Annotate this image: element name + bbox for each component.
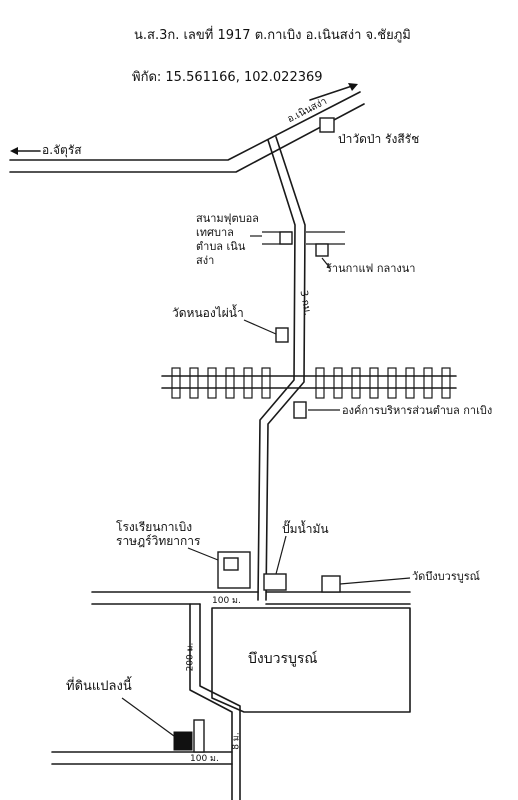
building-icon xyxy=(263,573,287,591)
land-plot-icon xyxy=(173,719,205,753)
label-distance-100-bottom: 100 ม. xyxy=(190,754,219,764)
label-tambon-office: องค์การบริหารส่วนตำบล กาเบิง xyxy=(342,404,493,417)
label-distance-vertical-2: 8 ม. xyxy=(231,732,242,750)
label-pond: บึงบวรบูรณ์ xyxy=(248,651,318,667)
building-icon xyxy=(279,231,293,245)
pointer-line xyxy=(121,697,175,737)
label-distance-vertical: 200 ม. xyxy=(185,642,196,672)
building-icon xyxy=(315,243,329,257)
label-water-tower: ปั๊มน้ำมัน xyxy=(282,522,329,536)
railway-icon xyxy=(161,367,457,399)
pointer-line xyxy=(321,257,331,269)
building-icon xyxy=(319,117,335,133)
label-temple-top: ป่าวัดป่า รังสีรัช xyxy=(338,132,420,146)
label-school: โรงเรียนกาเบิง ราษฎร์วิทยาการ xyxy=(116,520,201,548)
label-temple-bottom: วัดบึงบวรบูรณ์ xyxy=(412,570,480,583)
label-land-plot: ที่ดินแปลงนี้ xyxy=(66,679,132,694)
building-icon xyxy=(223,557,239,571)
coordinates: พิกัด: 15.561166, 102.022369 xyxy=(132,70,323,85)
secondary-road xyxy=(257,136,306,601)
arrow-icon xyxy=(10,147,41,155)
building-icon xyxy=(293,401,307,419)
label-temple-mid: วัดหนองไผ่น้ำ xyxy=(172,306,244,320)
label-stadium: สนามฟุตบอล เทศบาลตำบล เนินสง่า xyxy=(196,212,259,267)
pond-outline xyxy=(211,607,411,713)
arrow-icon xyxy=(309,83,358,101)
header-title: น.ส.3ก. เลขที่ 1917 ต.กาเบิง อ.เนินสง่า … xyxy=(134,28,411,43)
lower-road xyxy=(189,603,241,800)
label-distance-100-top: 100 ม. xyxy=(212,596,241,606)
label-to-chaturat: อ.จัตุรัส xyxy=(42,143,82,157)
pointer-line xyxy=(275,535,287,575)
pointer-line xyxy=(339,577,411,585)
pointer-line xyxy=(243,319,277,335)
label-shop: ร้านกาแฟ กลางนา xyxy=(326,262,416,275)
pointer-line xyxy=(187,547,219,561)
building-icon xyxy=(321,575,341,593)
school-road xyxy=(91,591,411,605)
building-icon xyxy=(275,327,289,343)
